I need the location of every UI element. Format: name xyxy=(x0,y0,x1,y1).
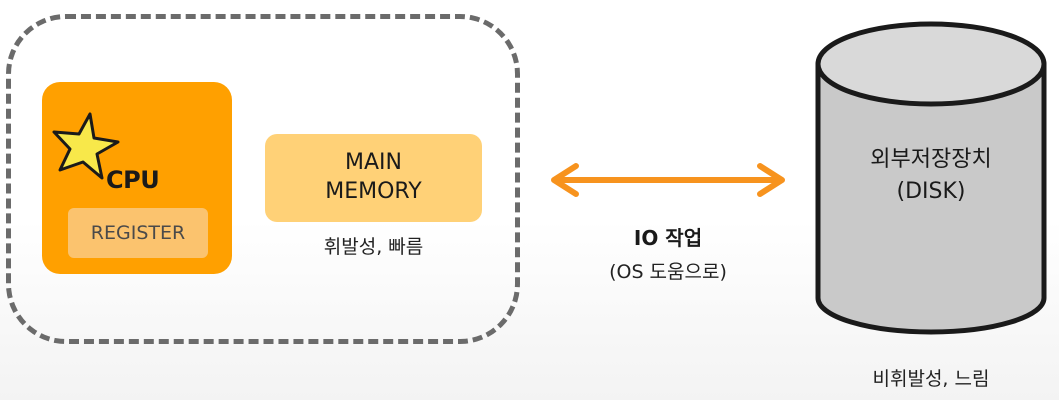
disk-label: 외부저장장치 (DISK) xyxy=(820,144,1042,208)
io-operation-subtitle: (OS 도움으로) xyxy=(609,261,727,283)
disk-label-line2: (DISK) xyxy=(896,178,966,204)
main-memory-caption: 휘발성, 빠름 xyxy=(323,236,424,258)
cpu-label: CPU xyxy=(106,166,160,194)
main-memory-box: MAIN MEMORY xyxy=(265,134,482,222)
memory-group-dashed-border xyxy=(6,14,520,344)
main-memory-label-line2: MEMORY xyxy=(325,179,422,204)
register-box: REGISTER xyxy=(68,208,208,258)
register-label: REGISTER xyxy=(90,222,186,244)
disk-caption: 비휘발성, 느림 xyxy=(872,368,990,390)
io-operation-title: IO 작업 xyxy=(633,226,703,250)
star-icon xyxy=(52,112,120,180)
double-arrow-icon xyxy=(551,163,785,197)
main-memory-label-line1: MAIN xyxy=(345,150,402,176)
disk-label-line1: 외부저장장치 xyxy=(870,147,992,172)
cylinder-icon xyxy=(815,21,1047,335)
